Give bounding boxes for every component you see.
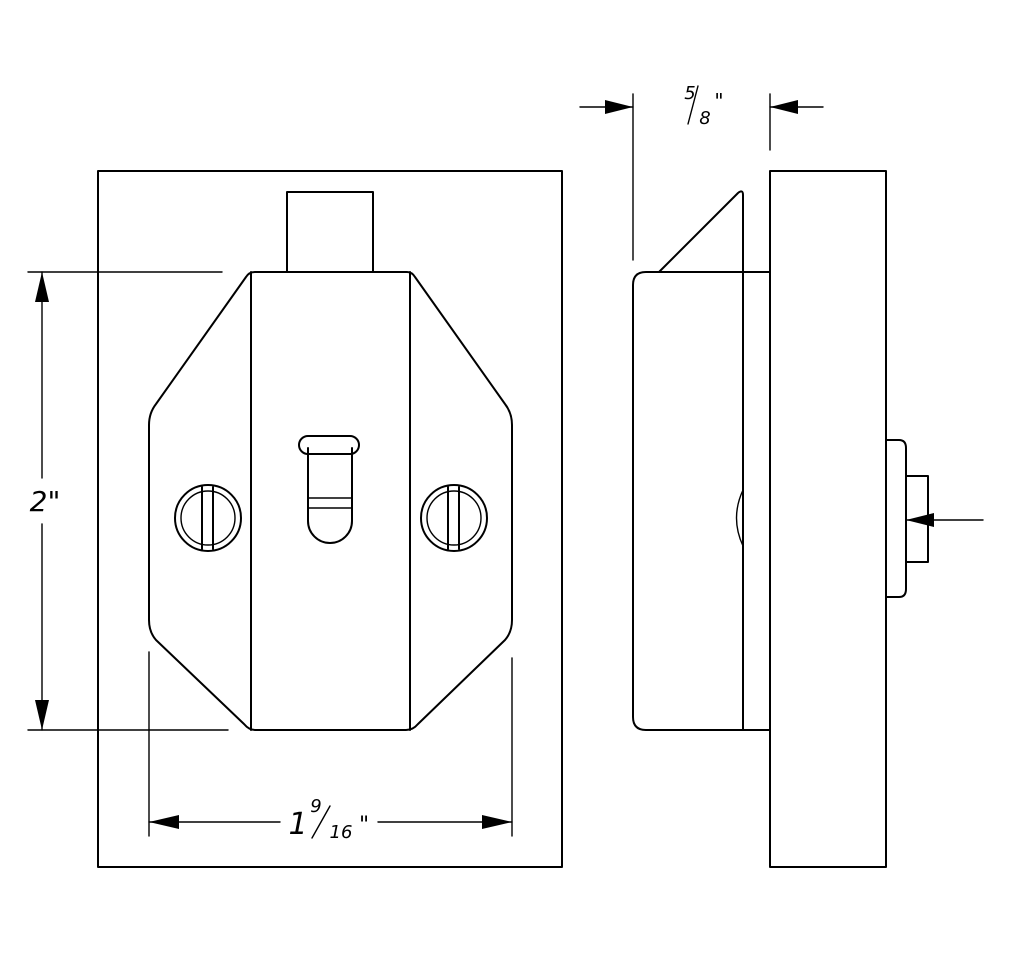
side-mounting-plate (769, 170, 887, 868)
front-mounting-plate (97, 170, 563, 868)
width-dimension-denominator: 16 (330, 822, 353, 843)
left-screw (174, 484, 242, 552)
latch-body (148, 271, 513, 731)
latch-bolt (286, 191, 374, 273)
depth-dimension-denominator: 8 (699, 108, 710, 129)
side-strike-housing (885, 439, 907, 598)
height-dimension-label: 2" (30, 485, 61, 518)
depth-fraction-bar (687, 85, 699, 125)
front-view (97, 170, 563, 868)
right-screw (420, 484, 488, 552)
width-fraction-bar (311, 805, 331, 839)
width-dimension-whole: 1 (288, 807, 307, 842)
side-view (632, 170, 984, 868)
depth-dimension-numerator: 5 (684, 83, 695, 104)
side-bolt-profile (658, 190, 744, 273)
depth-dimension-unit: " (714, 89, 723, 113)
side-latch-body (632, 271, 771, 731)
width-dimension: 1 9 16 " (148, 651, 513, 843)
side-thumb-bump (735, 489, 744, 547)
width-dimension-unit: " (359, 813, 369, 838)
height-dimension: 2" (27, 271, 229, 731)
thumb-slide-button (298, 435, 360, 544)
width-dimension-numerator: 9 (310, 796, 321, 817)
depth-dimension: 5 8 " (579, 83, 824, 261)
